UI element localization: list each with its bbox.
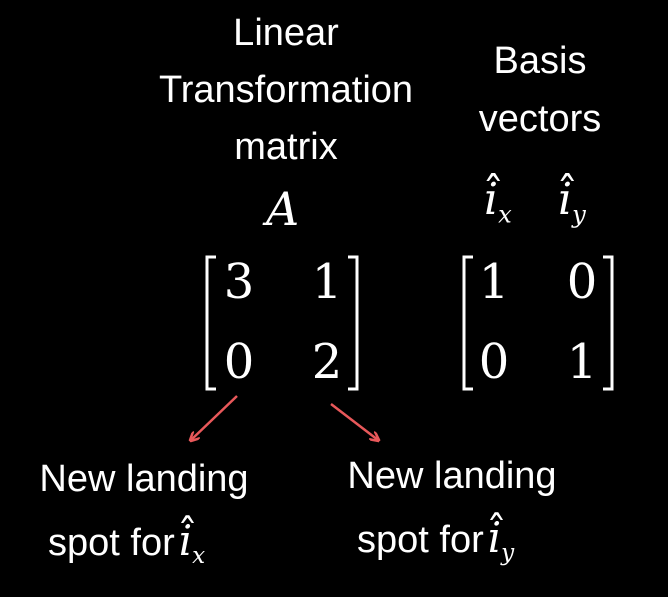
vector-symbol: i [487,513,502,562]
hat-accent: ˆ [556,168,579,219]
basis-matrix-entry-1-1: 1 [478,254,510,310]
matrix-symbol: A [266,182,300,236]
vector-symbol: i [558,174,573,225]
annotation-iy-text: spot for [357,519,484,561]
basis-matrix-entry-1-2: 0 [566,254,598,310]
matrix-a-right-bracket [348,255,359,391]
annotation-ix-line1: New landing [39,458,249,500]
hat-accent: ˆ [177,510,199,559]
matrix-a-entry-2-2: 2 [311,334,343,390]
vector-subscript: y [572,200,586,229]
vector-subscript: y [501,540,515,567]
hat-accent: ˆ [482,168,505,219]
arrow-to-ix-annotation [191,395,238,440]
matrix-a-entry-2-1: 0 [223,334,255,390]
matrix-a-entry-1-2: 1 [311,254,343,310]
vector-subscript: x [192,543,206,570]
basis-title-line1: Basis [493,40,587,82]
basis-matrix-right-bracket [603,255,614,391]
vector-symbol: i [484,174,499,225]
annotation-iy-line1: New landing [347,455,557,497]
matrix-title-line3: matrix [234,126,338,168]
vector-symbol: i [178,516,193,565]
matrix-a-entry-1-1: 3 [223,254,255,310]
basis-matrix-left-bracket [462,255,473,391]
basis-matrix-entry-2-2: 1 [566,334,598,390]
vector-subscript: x [498,200,512,229]
basis-matrix-entry-2-1: 0 [478,334,510,390]
annotation-ix-text: spot for [48,522,175,564]
matrix-title-line2: Transformation [158,69,414,111]
hat-accent: ˆ [486,507,508,556]
basis-title-line2: vectors [478,98,602,140]
arrow-to-iy-annotation [330,403,378,440]
matrix-a-left-bracket [205,255,216,391]
matrix-title-line1: Linear [233,12,339,54]
